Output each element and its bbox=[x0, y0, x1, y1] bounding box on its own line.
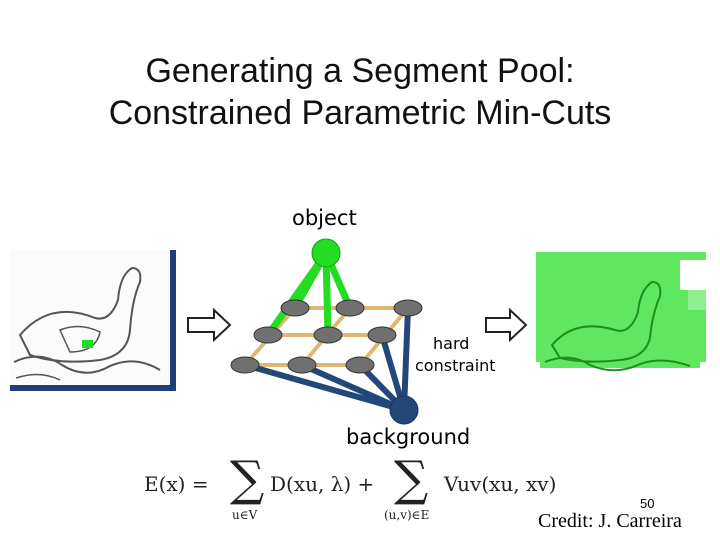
arrow-right-icon-2 bbox=[485, 307, 528, 343]
sum-2-subscript: (u,v)∈E bbox=[384, 508, 430, 522]
title-line-2: Constrained Parametric Min-Cuts bbox=[108, 94, 612, 132]
equation-lhs: E(x) = bbox=[144, 472, 209, 496]
object-label: object bbox=[292, 206, 357, 230]
graph-node bbox=[393, 299, 423, 317]
energy-equation: E(x) = ∑ u∈V D(xu, λ) + ∑ (u,v)∈E Vuv(xu… bbox=[144, 454, 564, 532]
arrow-right-icon-1 bbox=[187, 307, 232, 343]
graph-node bbox=[335, 299, 365, 317]
graph-node bbox=[345, 356, 375, 374]
graph-node bbox=[367, 326, 397, 344]
swan-segmentation-result bbox=[536, 252, 706, 372]
graph-node bbox=[280, 299, 310, 317]
credit-text: Credit: J. Carreira bbox=[538, 510, 682, 532]
slide-title: Generating a Segment Pool: Constrained P… bbox=[0, 50, 720, 134]
page-number: 50 bbox=[640, 496, 655, 511]
graph-diagram bbox=[230, 238, 423, 425]
graph-node bbox=[230, 356, 260, 374]
hard-constraint-label-1: hard bbox=[433, 334, 470, 353]
background-label: background bbox=[346, 425, 471, 449]
sum-symbol-2: ∑ bbox=[394, 451, 429, 507]
sum-symbol-1: ∑ bbox=[230, 451, 265, 507]
title-line-1: Generating a Segment Pool: bbox=[145, 52, 575, 90]
hard-constraint-label-2: constraint bbox=[415, 356, 496, 375]
graph-node bbox=[287, 356, 317, 374]
background-terminal-node bbox=[389, 395, 419, 425]
swan-input-image bbox=[10, 250, 176, 391]
equation-unary-term: D(xu, λ) + bbox=[270, 472, 375, 496]
sum-1-subscript: u∈V bbox=[232, 508, 258, 522]
graph-node bbox=[313, 326, 343, 344]
object-terminal-node bbox=[311, 238, 341, 268]
equation-pairwise-term: Vuv(xu, xv) bbox=[444, 472, 557, 496]
graph-node bbox=[253, 326, 283, 344]
